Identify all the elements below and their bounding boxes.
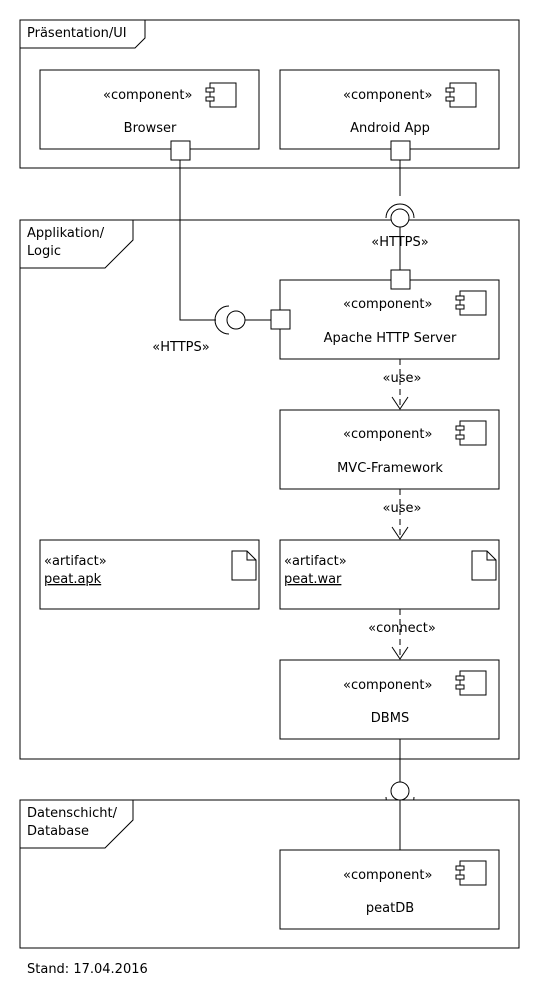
frame-db-label-1: Datenschicht/ [27,806,118,821]
connect-label: «connect» [368,621,436,636]
android-stereotype: «component» [343,88,432,103]
component-apache[interactable]: «component» Apache HTTP Server [279,279,500,360]
apache-stereotype: «component» [343,297,432,312]
peatdb-stereotype: «component» [343,868,432,883]
apache-port-top [390,269,411,290]
https-left-label: «HTTPS» [152,340,209,355]
component-icon [455,420,487,446]
peatdb-name: peatDB [366,901,414,916]
component-peatdb[interactable]: «component» peatDB [279,849,500,930]
artifact-peat-apk[interactable]: «artifact» peat.apk [39,539,260,610]
component-browser[interactable]: «component» Browser [39,69,260,150]
connector-android-apache: «HTTPS» [371,160,429,270]
connector-browser-apache: «HTTPS» [152,160,271,355]
artifact-document-icon [471,550,497,581]
component-mvc[interactable]: «component» MVC-Framework [279,409,500,490]
artifact-document-icon [231,550,257,581]
component-icon [455,670,487,696]
component-android-app[interactable]: «component» Android App [279,69,500,150]
use-label-1: «use» [383,371,422,386]
component-dbms[interactable]: «component» DBMS [279,659,500,740]
android-port [390,140,411,161]
war-stereotype: «artifact» [284,554,347,569]
apache-name: Apache HTTP Server [324,331,457,346]
footer-date: Stand: 17.04.2016 [27,962,148,977]
apache-port-left [270,309,291,330]
android-name: Android App [350,121,430,136]
mvc-name: MVC-Framework [337,461,443,476]
frame-logic-label-2: Logic [27,244,61,259]
dbms-stereotype: «component» [343,678,432,693]
component-icon [205,82,237,108]
war-name: peat.war [284,572,342,587]
browser-stereotype: «component» [103,88,192,103]
dependency-connect: «connect» [368,609,436,660]
browser-port [170,140,191,161]
mvc-stereotype: «component» [343,427,432,442]
apk-name: peat.apk [44,572,102,587]
artifact-peat-war[interactable]: «artifact» peat.war [279,539,500,610]
frame-logic-label-1: Applikation/ [27,226,105,241]
frame-db-label-2: Database [27,824,89,839]
component-icon [445,82,477,108]
browser-name: Browser [124,121,177,136]
dependency-use-1: «use» [383,359,422,410]
apk-stereotype: «artifact» [44,554,107,569]
frame-presentation-label: Präsentation/UI [27,26,127,41]
use-label-2: «use» [383,501,422,516]
dependency-use-2: «use» [383,489,422,540]
component-icon [455,290,487,316]
component-icon [455,860,487,886]
dbms-name: DBMS [371,711,409,726]
https-top-label: «HTTPS» [371,235,428,250]
